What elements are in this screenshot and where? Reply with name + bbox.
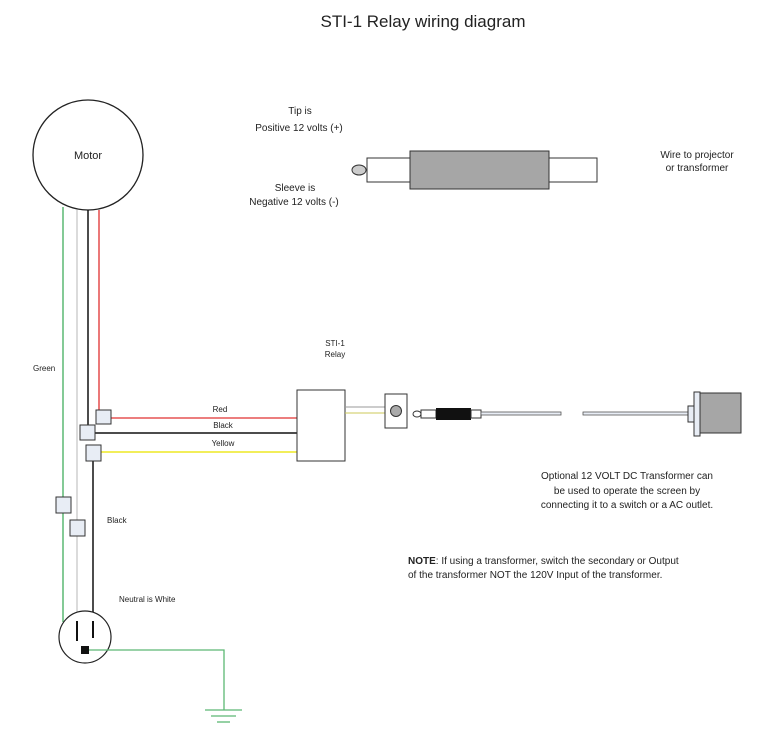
wire-to-projector-1: Wire to projector — [660, 150, 734, 161]
sleeve-label-2: Negative 12 volts (-) — [249, 197, 338, 208]
transformer-cable — [582, 411, 689, 416]
plug-sleeve — [436, 408, 471, 420]
note-line-1: NOTE: If using a transformer, switch the… — [408, 556, 679, 567]
tip-label-2: Positive 12 volts (+) — [255, 123, 343, 134]
wire-nut-yellow — [85, 444, 102, 462]
transformer-plate — [693, 391, 701, 437]
jack-socket-hole — [390, 405, 402, 417]
plug-cable — [480, 411, 562, 416]
wire-nut-white — [69, 519, 86, 537]
note-line-2: of the transformer NOT the 120V Input of… — [408, 570, 662, 581]
large-plug-body — [409, 150, 550, 190]
transformer-note-2: be used to operate the screen by — [554, 486, 700, 497]
wire-nut-green — [55, 496, 72, 514]
note-text-1: : If using a transformer, switch the sec… — [436, 556, 679, 567]
wire-nut-black — [79, 424, 96, 441]
wire-nut-red — [95, 409, 112, 425]
transformer-strain-relief — [687, 405, 695, 423]
plug-neck — [470, 409, 482, 419]
relay-label-2: Relay — [325, 350, 345, 359]
sti1-relay-box — [296, 389, 346, 462]
ground-icon — [205, 709, 242, 723]
neutral-label: Neutral is White — [119, 595, 176, 604]
note-label: NOTE — [408, 556, 436, 567]
outlet-ground-hole — [81, 646, 89, 654]
plug-shaft — [420, 409, 437, 419]
green-label: Green — [33, 364, 55, 373]
sleeve-label-1: Sleeve is — [275, 183, 316, 194]
transformer-note-1: Optional 12 VOLT DC Transformer can — [541, 471, 713, 482]
black-lower-label: Black — [107, 516, 128, 525]
plug-tip — [412, 410, 422, 418]
red-label: Red — [213, 405, 228, 414]
yellow-label: Yellow — [212, 439, 235, 448]
tip-label-1: Tip is — [288, 106, 312, 117]
large-plug-right — [548, 157, 598, 183]
outlet-icon — [58, 610, 112, 664]
large-plug-tip — [351, 164, 367, 176]
wire-to-projector-2: or transformer — [666, 163, 729, 174]
motor-label: Motor — [74, 150, 102, 162]
transformer-note-3: connecting it to a switch or a AC outlet… — [541, 500, 713, 511]
large-plug-left — [366, 157, 414, 183]
diagram-title: STI-1 Relay wiring diagram — [320, 12, 525, 31]
black-label: Black — [213, 421, 234, 430]
transformer-body — [699, 392, 742, 434]
relay-label-1: STI-1 — [325, 339, 345, 348]
ground-wire — [89, 649, 225, 710]
